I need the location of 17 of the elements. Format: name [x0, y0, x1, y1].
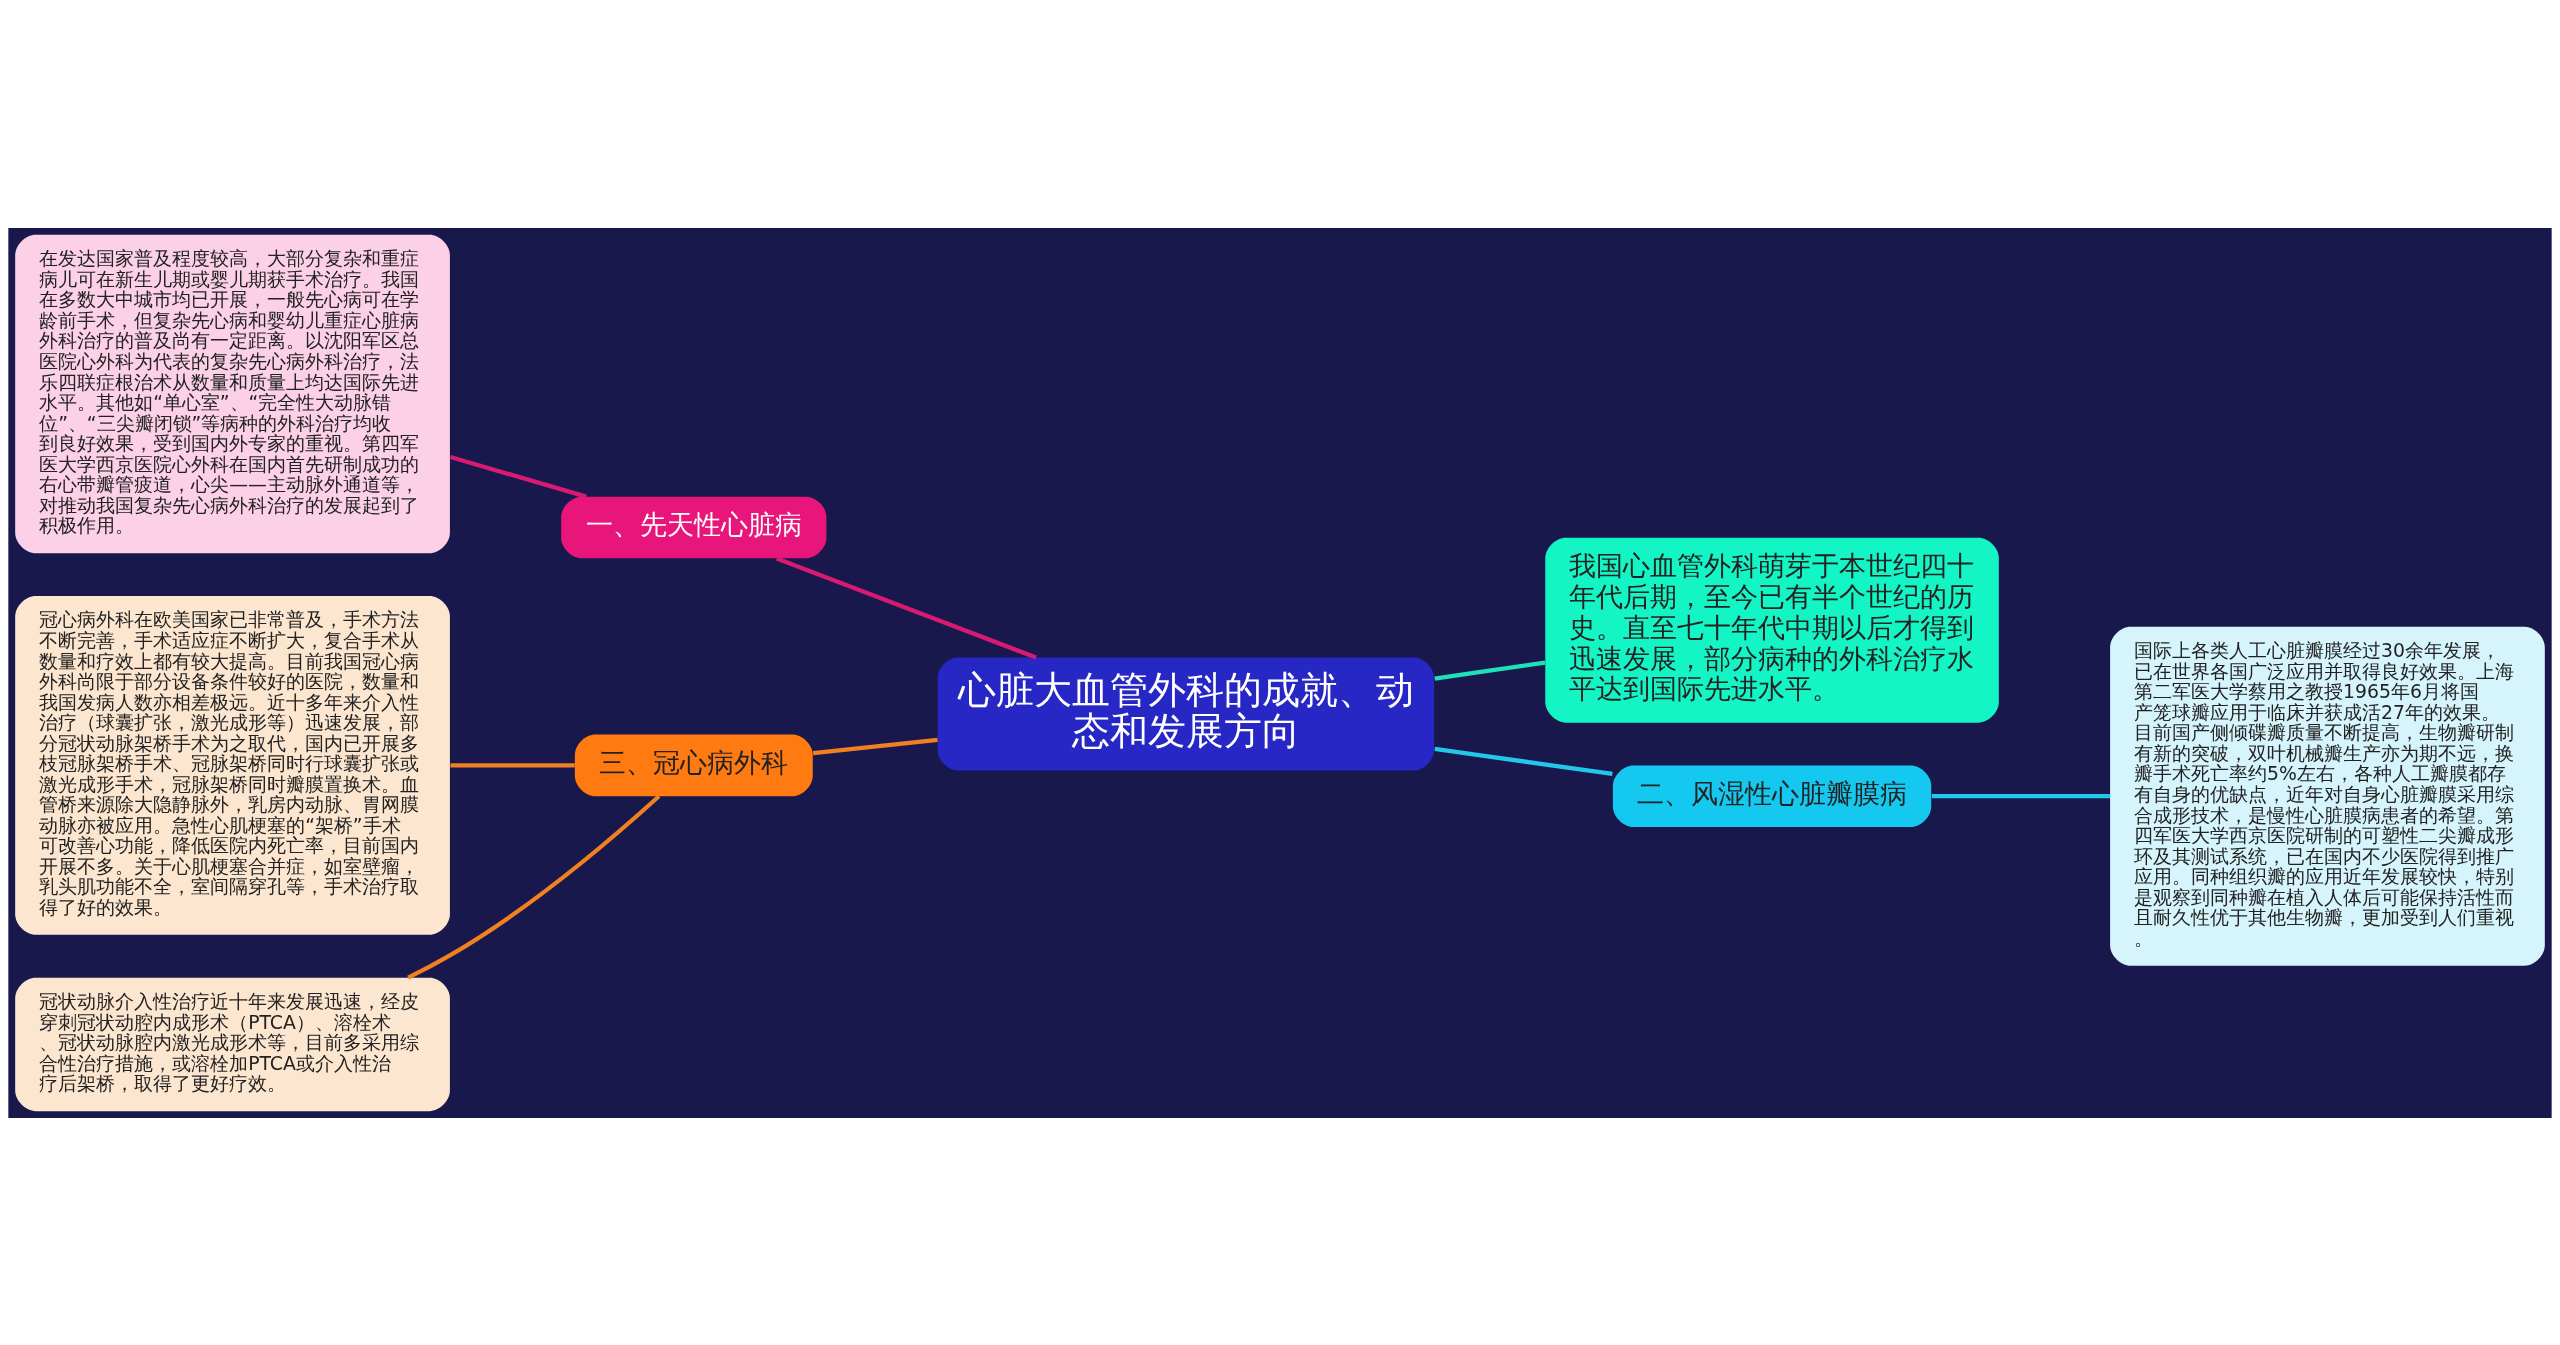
node-box: 我国心血管外科萌芽于本世纪四十年代后期，至今已有半个世纪的历史。直至七十年代中期以后才得到迅速发展，部分病种的外科治疗水平达到国际先进水平。: [1545, 537, 1999, 723]
connector: [1434, 746, 1613, 776]
node-box: 冠心病外科在欧美国家已非常普及，手术方法不断完善，手术适应症不断扩大，复合手术从数量和疗效上都有较大提高。目前我国冠心病外科尚限于部分设备条件较好的医院，数量和我国发病人数亦相差极远。近十多年来介入性治疗（球囊扩张，激光成形等）迅速发展，部分冠状动脉架桥手术为之取代，国内已开展多枝冠脉架桥手术、冠脉架桥同时行球囊扩张或激光成形手术，冠脉架桥同时瓣膜置换术。血管桥来源除大隐静脉外，乳房内动脉、胃网膜动脉亦被应用。急性心肌梗塞的“架桥”手术可改善心功能，降低医院内死亡率，目前国内开展不多。关于心肌梗塞合并症，如室壁瘤，乳头肌功能不全，室间隔穿孔等，手术治疗取得了好的效果。: [15, 595, 450, 935]
connector: [407, 794, 661, 979]
node-box: 心脏大血管外科的成就、动态和发展方向: [937, 657, 1435, 771]
connector: [812, 737, 938, 755]
connector: [450, 762, 575, 768]
node-box: 冠状动脉介入性治疗近十年来发展迅速，经皮穿刺冠状动腔内成形术（PTCA）、溶栓术、冠状动脉腔内激光成形术等，目前多采用综合性治疗措施，或溶栓加PTCA或介入性治疗后架桥，取得了更好疗效。: [15, 977, 450, 1111]
node-box: 国际上各类人工心脏瓣膜经过30余年发展，已在世界各国广泛应用并取得良好效果。上海第二军医大学蔡用之教授1965年6月将国产笼球瓣应用于临床并获成活27年的效果。目前国产侧倾碟瓣质量不断提高，生物瓣研制有新的突破，双叶机械瓣生产亦为期不远，换瓣手术死亡率约5%左右，各种人工瓣膜都存有自身的优缺点，近年对自身心脏瓣膜采用综合成形技术，是慢性心脏膜病患者的希望。第四军医大学西京医院研制的可塑性二尖瓣成形环及其测试系统，已在国内不少医院得到推广应用。同种组织瓣的应用近年发展较快，特别是观察到同种瓣在植入人体后可能保持活性而且耐久性优于其他生物瓣，更加受到人们重视。: [2110, 626, 2545, 966]
connector: [449, 454, 587, 499]
node-box: 一、先天性心脏病: [561, 496, 827, 558]
connector: [1434, 660, 1546, 681]
node-box: 在发达国家普及程度较高，大部分复杂和重症病儿可在新生儿期或婴儿期获手术治疗。我国在多数大中城市均已开展，一般先心病可在学龄前手术，但复杂先心病和婴幼儿重症心脏病外科治疗的普及尚有一定距离。以沈阳军区总医院心外科为代表的复杂先心病外科治疗，法乐四联症根治术从数量和质量上均达国际先进水平。其他如“单心室”、“完全性大动脉错位”、“三尖瓣闭锁”等病种的外科治疗均收到良好效果，受到国内外专家的重视。第四军医大学西京医院心外科在国内首先研制成功的右心带瓣管疲道，心尖——主动脉外通道等，对推动我国复杂先心病外科治疗的发展起到了积极作用。: [15, 234, 450, 553]
connector: [1931, 793, 2110, 798]
node-box: 二、风湿性心脏瓣膜病: [1612, 764, 1932, 827]
node-box: 三、冠心病外科: [574, 734, 813, 796]
connector: [776, 556, 1037, 659]
